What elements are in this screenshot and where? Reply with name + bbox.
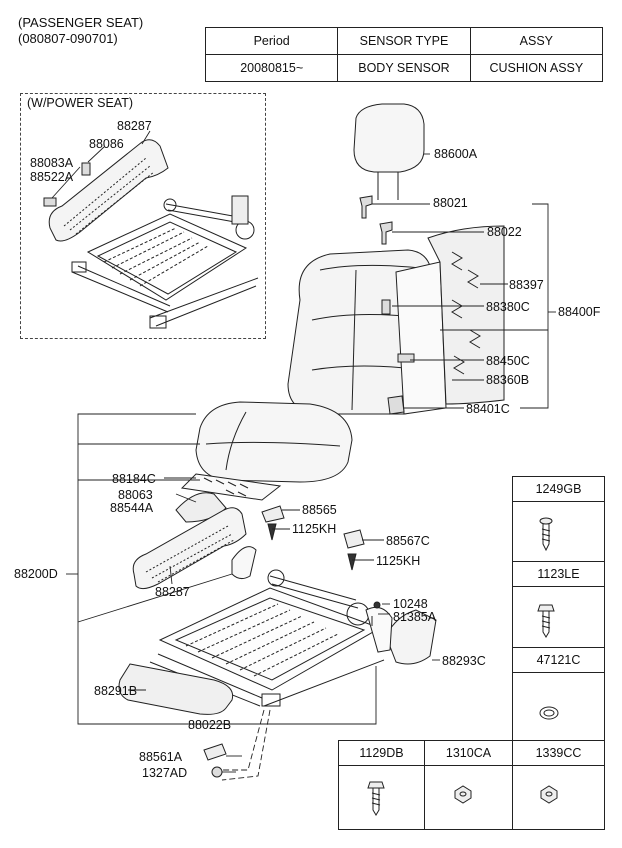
sensor-88063 bbox=[175, 492, 227, 523]
fastener-box-1129DB: 1129DB bbox=[338, 740, 425, 830]
cushion-cover bbox=[195, 401, 353, 483]
callout-88184C: 88184C bbox=[112, 472, 156, 486]
part-88561A bbox=[203, 743, 227, 761]
callout-1125KH-b: 1125KH bbox=[376, 554, 421, 568]
callout-88544A: 88544A bbox=[110, 501, 154, 515]
clip-88565 bbox=[261, 505, 285, 523]
seat-label: (PASSENGER SEAT) bbox=[18, 15, 144, 30]
callout-1125KH-a: 1125KH bbox=[292, 522, 337, 536]
callout-inset-88083A: 88083A bbox=[30, 156, 74, 170]
callout-inset-88086: 88086 bbox=[89, 137, 124, 151]
inset-title: (W/POWER SEAT) bbox=[27, 96, 134, 110]
nut-1310CA-icon bbox=[454, 785, 472, 804]
fastener-label-47121C: 47121C bbox=[536, 653, 581, 667]
fastener-label-1249GB: 1249GB bbox=[535, 482, 582, 496]
callout-88291B: 88291B bbox=[94, 684, 138, 698]
callout-88022: 88022 bbox=[487, 225, 522, 239]
fastener-label-1129DB: 1129DB bbox=[359, 746, 404, 760]
callout-10248: 10248 bbox=[393, 597, 428, 611]
callout-88380C: 88380C bbox=[486, 300, 530, 314]
headrest-guide-88022 bbox=[379, 221, 393, 245]
callout-inset-88522A: 88522A bbox=[30, 170, 74, 184]
recliner-left bbox=[267, 569, 285, 587]
front-trim-88291B bbox=[118, 663, 234, 715]
callout-88293C: 88293C bbox=[442, 654, 486, 668]
clip-47121C-icon bbox=[539, 706, 559, 720]
nut-1327AD bbox=[211, 766, 223, 778]
fastener-label-1310CA: 1310CA bbox=[445, 746, 492, 760]
inset-side-cover bbox=[48, 139, 169, 242]
info-table-row: 20080815~ BODY SENSOR CUSHION ASSY bbox=[204, 54, 604, 82]
callout-88397: 88397 bbox=[509, 278, 544, 292]
fastener-box-1310CA: 1310CA bbox=[424, 740, 513, 830]
bolt-1129DB-icon bbox=[367, 781, 385, 816]
inset-seat-frame bbox=[86, 213, 248, 301]
callout-88200D: 88200D bbox=[14, 567, 58, 581]
back-heater-pad bbox=[427, 225, 505, 405]
headrest bbox=[353, 103, 425, 173]
info-table-header-row: Period SENSOR TYPE ASSY bbox=[204, 27, 604, 55]
callout-88450C: 88450C bbox=[486, 354, 530, 368]
cover-88293C bbox=[385, 609, 437, 665]
callout-81385A: 81385A bbox=[393, 610, 437, 624]
callout-88022B: 88022B bbox=[188, 718, 232, 732]
callout-88565: 88565 bbox=[302, 503, 337, 517]
info-cell-sensor-type: BODY SENSOR bbox=[337, 54, 471, 82]
side-cover-88287 bbox=[132, 507, 247, 590]
nut-1339CC-icon bbox=[540, 785, 558, 804]
fastener-box-1123LE: 1123LE bbox=[512, 561, 605, 648]
callout-inset-88287: 88287 bbox=[117, 119, 152, 133]
headrest-guide-88021 bbox=[359, 195, 373, 219]
fastener-label-1339CC: 1339CC bbox=[535, 746, 582, 760]
callout-88063: 88063 bbox=[118, 488, 153, 502]
power-seat-inset bbox=[20, 93, 266, 339]
callout-88021: 88021 bbox=[433, 196, 468, 210]
info-table: Period SENSOR TYPE ASSY 20080815~ BODY S… bbox=[204, 27, 604, 82]
inset-motor bbox=[231, 195, 249, 225]
fastener-box-1249GB: 1249GB bbox=[512, 476, 605, 562]
cushion-heater-mat bbox=[180, 473, 282, 501]
inset-clip-88086 bbox=[81, 162, 91, 176]
callout-88400F: 88400F bbox=[558, 305, 601, 319]
info-cell-period: 20080815~ bbox=[204, 54, 339, 82]
bolt-1123LE-icon bbox=[537, 604, 555, 638]
info-cell-assy: CUSHION ASSY bbox=[469, 54, 604, 82]
clip-88567C bbox=[343, 529, 365, 549]
back-lever-88401C bbox=[387, 395, 405, 415]
fastener-box-47121C: 47121C bbox=[512, 647, 605, 741]
callout-88360B: 88360B bbox=[486, 373, 530, 387]
callout-88401C: 88401C bbox=[466, 402, 510, 416]
callout-88287: 88287 bbox=[155, 585, 190, 599]
rail-foot bbox=[261, 693, 281, 707]
fastener-label-1123LE: 1123LE bbox=[537, 567, 580, 581]
inset-clip-88522A bbox=[43, 197, 57, 207]
inset-recliner-left bbox=[163, 198, 177, 212]
callout-88567C: 88567C bbox=[386, 534, 430, 548]
screw-1249GB-icon bbox=[539, 517, 553, 552]
inset-rail-foot bbox=[149, 315, 167, 329]
callout-88600A: 88600A bbox=[434, 147, 478, 161]
callout-88561A: 88561A bbox=[139, 750, 183, 764]
period-range-label: (080807-090701) bbox=[18, 31, 118, 46]
callout-1327AD: 1327AD bbox=[142, 766, 188, 780]
backrest-frame bbox=[395, 261, 447, 415]
fastener-box-1339CC: 1339CC bbox=[512, 740, 605, 830]
